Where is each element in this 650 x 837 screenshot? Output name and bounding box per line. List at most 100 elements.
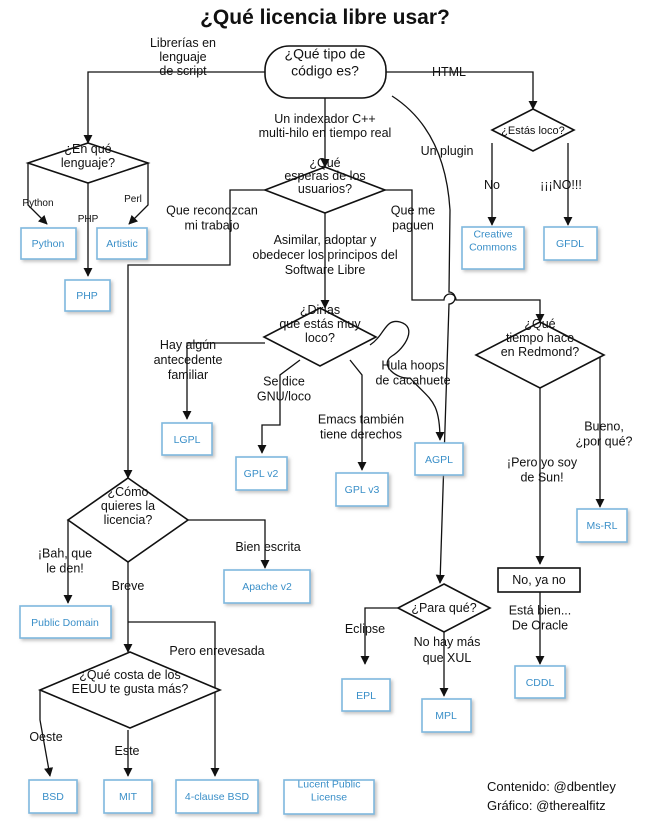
language-text-line: lenguaje? bbox=[61, 156, 115, 170]
how-text-line: quieres la bbox=[101, 499, 155, 513]
label-short-line: Breve bbox=[112, 579, 145, 593]
how-text-line: ¿Cómo bbox=[108, 485, 149, 499]
label-peanut-line: Hula hoops bbox=[381, 359, 444, 373]
not-anymore-text-line: No, ya no bbox=[512, 573, 566, 587]
label-indexer-line: multi-hilo en tiempo real bbox=[259, 126, 392, 140]
label-perl: Perl bbox=[124, 194, 142, 205]
redmond-text-line: en Redmond? bbox=[501, 345, 580, 359]
license-lucent-box bbox=[283, 779, 375, 815]
label-free-software-line: obedecer los principos del bbox=[252, 248, 397, 262]
label-family-line: Hay algún bbox=[160, 338, 216, 352]
edge-dirias-gpl2 bbox=[257, 359, 301, 454]
license-apache-box bbox=[223, 569, 311, 604]
credit-graphic: Gráfico: @therealfitz bbox=[487, 798, 606, 813]
label-gnu-line: GNU/loco bbox=[257, 390, 311, 404]
license-apache: Apache v2 bbox=[242, 581, 292, 593]
label-whatever-line: ¡Bah, que bbox=[38, 547, 92, 561]
edge-esperas-credit bbox=[123, 189, 265, 479]
license-mpl-line: MPL bbox=[435, 710, 457, 722]
license-gfdl-box bbox=[543, 226, 598, 261]
label-convoluted-line: Pero enrevesada bbox=[169, 644, 264, 658]
credits: Contenido: @dbentley Gráfico: @therealfi… bbox=[487, 779, 616, 813]
start-text-line: código es? bbox=[291, 63, 359, 79]
label-plugin: Un plugin bbox=[421, 144, 474, 158]
label-convoluted: Pero enrevesada bbox=[169, 644, 264, 658]
license-bsd4-line: 4-clause BSD bbox=[185, 791, 250, 803]
would-say-text-line: ¿Dirías bbox=[300, 303, 340, 317]
label-well-written: Bien escrita bbox=[235, 540, 300, 554]
license-gpl2-box bbox=[235, 456, 288, 491]
what-for-text: ¿Para qué? bbox=[411, 601, 476, 615]
start-text-line: ¿Qué tipo de bbox=[285, 46, 366, 62]
license-bsd: BSD bbox=[42, 791, 64, 803]
license-mit-line: MIT bbox=[119, 791, 138, 803]
license-bsd-line: BSD bbox=[42, 791, 64, 803]
edge-start-scripting bbox=[83, 71, 265, 144]
license-python-box bbox=[20, 227, 77, 260]
license-mpl: MPL bbox=[435, 710, 457, 722]
expect-diamond bbox=[262, 166, 388, 214]
edge-lang-perl bbox=[128, 163, 149, 225]
license-gpl3: GPL v3 bbox=[345, 484, 380, 496]
edge-dirias-lgpl bbox=[182, 342, 265, 420]
crazy-diamond bbox=[490, 108, 576, 152]
license-bsd4-box bbox=[175, 779, 259, 814]
not-anymore-node bbox=[497, 567, 581, 593]
label-heck-no: ¡¡¡NO!!! bbox=[540, 178, 582, 192]
label-paid-line: Que me bbox=[391, 204, 436, 218]
label-oracle-line: Está bien... bbox=[509, 604, 572, 618]
redmond-diamond bbox=[474, 321, 606, 389]
license-agpl-box bbox=[414, 442, 464, 476]
license-bsd-box bbox=[28, 779, 78, 814]
label-credit-line: Que reconozcan bbox=[166, 204, 258, 218]
language-text-line: ¿En qué bbox=[64, 142, 111, 156]
label-oracle-line: De Oracle bbox=[512, 619, 568, 633]
license-php: PHP bbox=[76, 290, 98, 302]
license-creative-line: Commons bbox=[469, 242, 517, 254]
label-php-line: PHP bbox=[78, 214, 99, 225]
label-why: Bueno,¿por qué? bbox=[576, 420, 633, 449]
license-mit-box bbox=[103, 779, 153, 814]
label-html: HTML bbox=[432, 65, 466, 79]
label-python-line: Python bbox=[22, 198, 53, 209]
license-gpl2: GPL v2 bbox=[244, 468, 279, 480]
credit-content: Contenido: @dbentley bbox=[487, 779, 616, 794]
expect-text-line: ¿Qué bbox=[309, 156, 340, 170]
label-credit-line: mi trabajo bbox=[185, 219, 240, 233]
question-nodes bbox=[25, 45, 606, 729]
how-text-line: licencia? bbox=[104, 513, 153, 527]
license-python-line: Python bbox=[32, 238, 65, 250]
how-diamond bbox=[66, 477, 190, 563]
label-no: No bbox=[484, 178, 500, 192]
label-xul-line: que XUL bbox=[423, 651, 472, 665]
label-scripting-line: lenguaje bbox=[159, 50, 206, 64]
crazy-text: ¿Estás loco? bbox=[501, 125, 565, 137]
license-python: Python bbox=[32, 238, 65, 250]
label-west-line: Oeste bbox=[29, 730, 62, 744]
license-agpl-line: AGPL bbox=[425, 454, 453, 466]
connectors bbox=[27, 71, 605, 777]
would-say-text-line: que estás muy bbox=[279, 317, 361, 331]
label-scripting-line: Librerías en bbox=[150, 36, 216, 50]
label-no-line: No bbox=[484, 178, 500, 192]
coast-text-line: ¿Qué costa de los bbox=[79, 668, 180, 682]
license-msrl-line: Ms-RL bbox=[587, 520, 618, 532]
label-why-line: Bueno, bbox=[584, 420, 624, 434]
label-paid-line: paguen bbox=[392, 219, 434, 233]
license-lgpl-line: LGPL bbox=[174, 434, 201, 446]
not-anymore-text: No, ya no bbox=[512, 573, 566, 587]
would-say-text-line: loco? bbox=[305, 331, 335, 345]
license-php-box bbox=[64, 279, 111, 312]
